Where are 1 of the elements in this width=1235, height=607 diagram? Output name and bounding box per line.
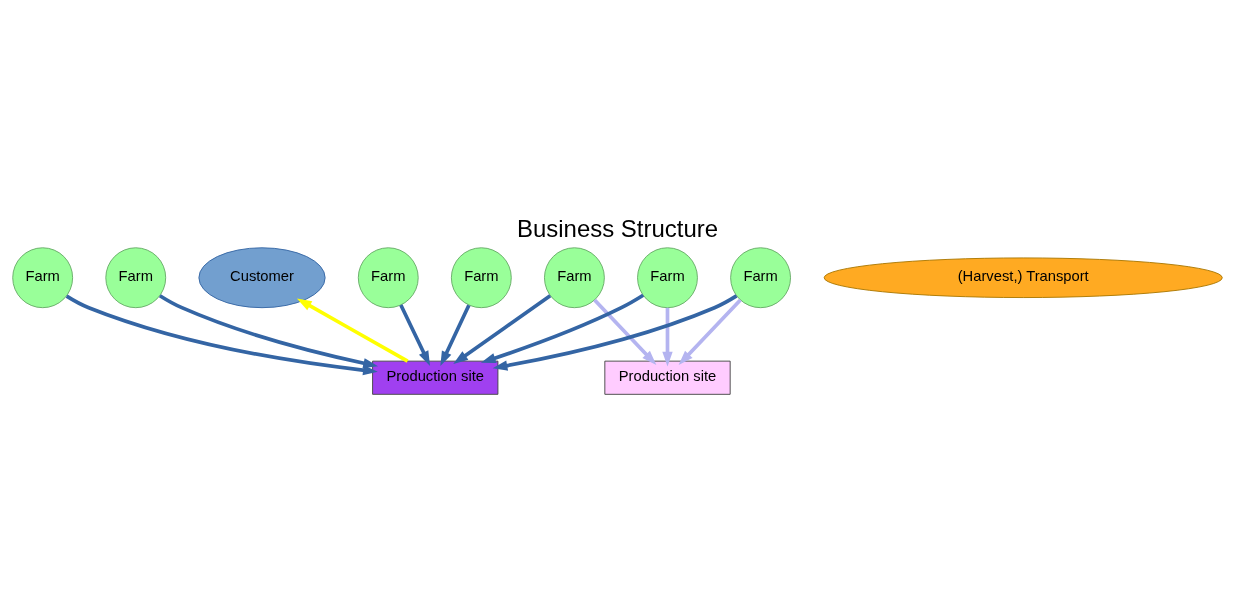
diagram-title: Business Structure (516, 214, 719, 242)
